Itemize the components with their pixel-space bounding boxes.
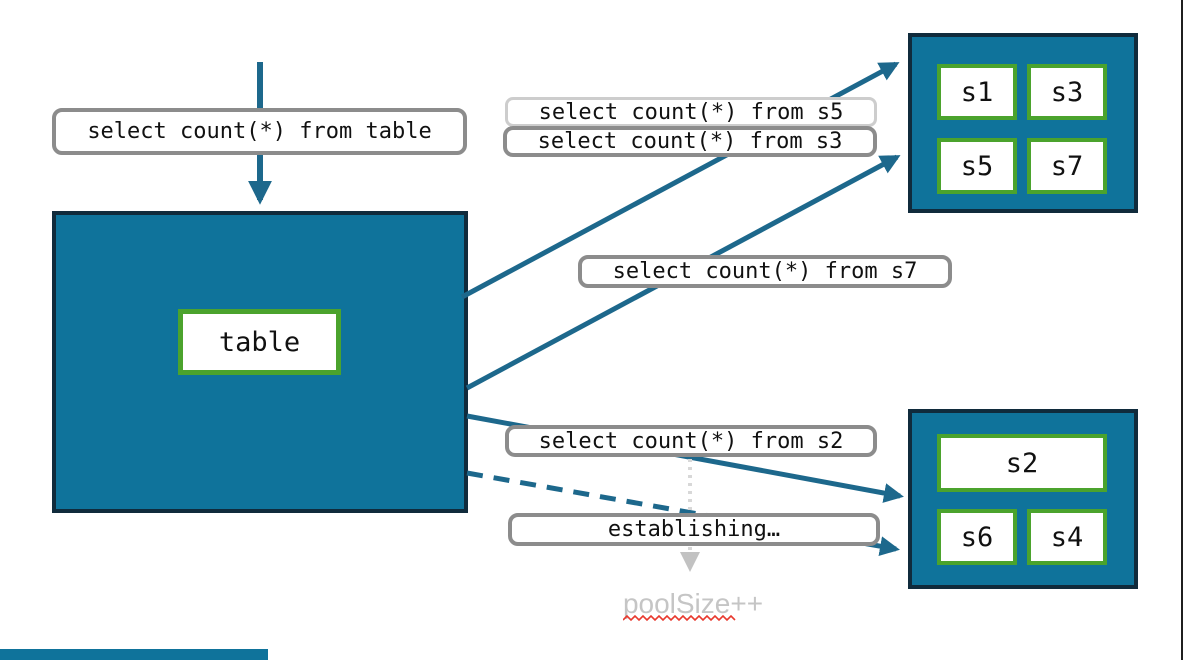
query-label-table: select count(*) from table — [52, 108, 467, 155]
shard-label-s4: s4 — [1050, 521, 1084, 553]
shard-cell-s5: s5 — [937, 138, 1017, 194]
shard-label-s7: s7 — [1050, 150, 1084, 182]
spellcheck-squiggle — [623, 615, 736, 622]
shard-cell-s2: s2 — [937, 434, 1107, 492]
shard-cell-s6: s6 — [937, 509, 1017, 565]
shard-cell-s7: s7 — [1027, 138, 1107, 194]
query-label-s2: select count(*) from s2 — [505, 425, 877, 457]
query-label-s3: select count(*) from s3 — [503, 126, 877, 157]
shard-label-s3: s3 — [1050, 76, 1084, 108]
shard-cell-s4: s4 — [1027, 509, 1107, 565]
bottom-accent-bar — [0, 649, 268, 660]
right-edge-line — [1181, 0, 1183, 660]
shard-label-s2: s2 — [1005, 447, 1039, 479]
table-label-cell: table — [178, 309, 341, 375]
establishing-label: establishing… — [508, 513, 880, 546]
shard-label-s5: s5 — [960, 150, 994, 182]
shard-cell-s3: s3 — [1027, 64, 1107, 120]
query-label-s5: select count(*) from s5 — [505, 97, 877, 127]
poolsize-text: poolSize++ — [622, 588, 764, 619]
shard-label-s6: s6 — [960, 521, 994, 553]
shard-label-s1: s1 — [960, 76, 994, 108]
table-label: table — [218, 326, 301, 358]
shard-cell-s1: s1 — [937, 64, 1017, 120]
query-label-s7: select count(*) from s7 — [578, 255, 952, 288]
